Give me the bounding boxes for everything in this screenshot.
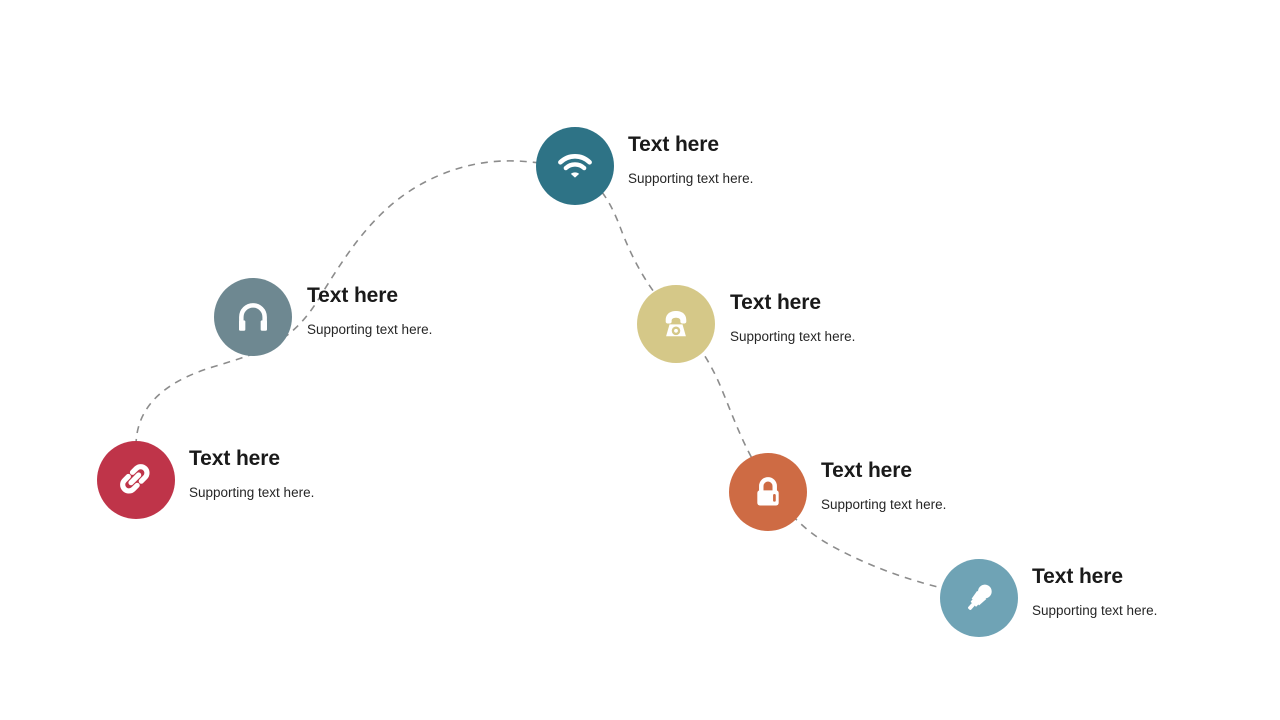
node-circle-telephone[interactable] (637, 285, 715, 363)
node-text-microphone: Text here Supporting text here. (1032, 565, 1157, 619)
node-text-telephone: Text here Supporting text here. (730, 291, 855, 345)
node-title: Text here (307, 284, 398, 307)
rotary-telephone-icon (665, 310, 687, 337)
wifi-icon (558, 154, 592, 178)
node-title: Text here (628, 133, 719, 156)
node-title: Text here (821, 459, 912, 482)
node-circle-lock[interactable] (729, 453, 807, 531)
node-subtitle: Supporting text here. (730, 329, 856, 345)
node-subtitle: Supporting text here. (307, 322, 433, 338)
node-text-lock: Text here Supporting text here. (821, 459, 946, 513)
node-subtitle: Supporting text here. (821, 497, 947, 513)
node-circle-headphones[interactable] (214, 278, 292, 356)
link-chain-icon (120, 464, 150, 494)
node-text-link: Text here Supporting text here. (189, 447, 314, 501)
headphones-icon (239, 303, 267, 331)
padlock-icon (757, 477, 779, 506)
node-text-wifi: Text here Supporting text here. (628, 133, 753, 187)
node-circle-microphone[interactable] (940, 559, 1018, 637)
node-circle-wifi[interactable] (536, 127, 614, 205)
node-subtitle: Supporting text here. (1032, 603, 1158, 619)
node-subtitle: Supporting text here. (628, 171, 754, 187)
microphone-icon (968, 584, 992, 610)
node-text-headphones: Text here Supporting text here. (307, 284, 432, 338)
node-title: Text here (189, 447, 280, 470)
node-title: Text here (730, 291, 821, 314)
node-title: Text here (1032, 565, 1123, 588)
node-circle-link[interactable] (97, 441, 175, 519)
node-subtitle: Supporting text here. (189, 485, 315, 501)
